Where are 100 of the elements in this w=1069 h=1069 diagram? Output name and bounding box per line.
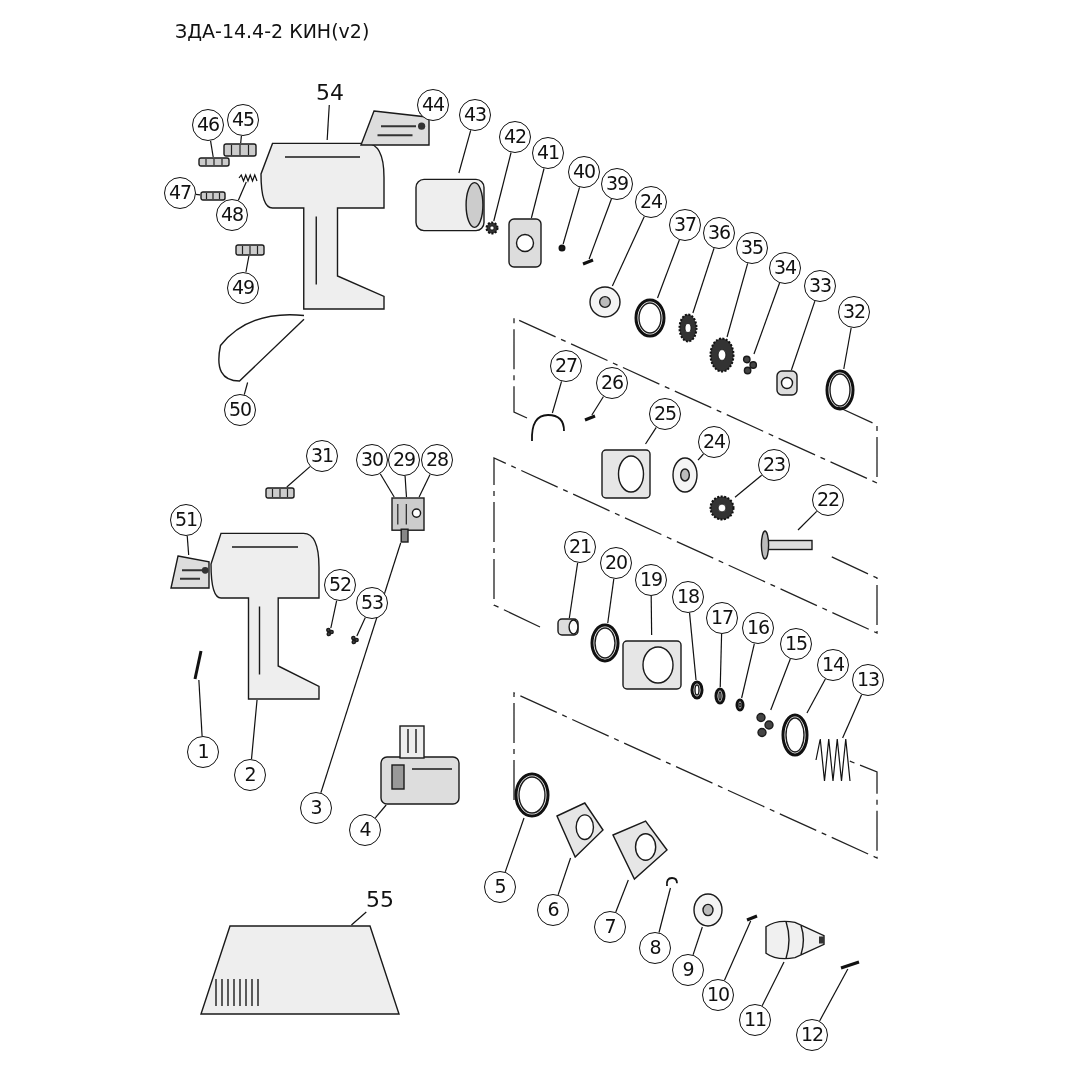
leader-line [591, 395, 605, 416]
leader-line [741, 643, 755, 699]
ring-drawing [514, 772, 550, 818]
callout-number: 19 [635, 564, 667, 596]
leader-line [692, 247, 715, 314]
leader-line [350, 911, 367, 926]
spring-drawing [238, 174, 258, 182]
leader-line [374, 804, 387, 819]
leader-line [379, 473, 395, 498]
leader-line [650, 595, 653, 636]
ring-drawing [781, 713, 809, 757]
leader-line [734, 474, 763, 498]
ball-drawing [742, 354, 758, 376]
gear-drawing [485, 221, 499, 235]
callout-number: 3 [300, 792, 332, 824]
leader-line [198, 679, 203, 737]
leader-line [644, 426, 657, 445]
leader-line [458, 129, 472, 174]
ring-drawing [634, 298, 666, 338]
pad-drawing [223, 143, 257, 157]
leader-line [568, 562, 579, 619]
callout-number: 17 [706, 602, 738, 634]
pad-drawing [235, 244, 265, 256]
callout-number: 10 [702, 979, 734, 1011]
leader-line [723, 920, 752, 981]
leader-line [286, 465, 311, 488]
leader-line [243, 381, 249, 396]
ring-drawing [735, 698, 745, 712]
leader-line [562, 186, 581, 245]
sleeve-drawing [556, 802, 604, 858]
leader-line [797, 510, 818, 531]
ring-drawing [714, 687, 726, 705]
callout-number: 46 [192, 109, 224, 141]
callout-number: 21 [564, 531, 596, 563]
leader-line [418, 473, 431, 498]
callout-number: 20 [600, 547, 632, 579]
leader-line [615, 879, 629, 913]
leader-line [607, 578, 615, 624]
leader-line [656, 239, 680, 299]
leader-line [551, 380, 563, 414]
title: ЗДА-14.4-2 КИН(v2) [175, 20, 370, 42]
leader-line [240, 135, 242, 144]
leader-line [692, 926, 703, 956]
callout-number: 16 [742, 612, 774, 644]
callout-number: 34 [769, 252, 801, 284]
callout-number: 7 [594, 911, 626, 943]
screw-drawing [746, 915, 758, 921]
ring-drawing [558, 244, 566, 252]
callout-number: 48 [216, 199, 248, 231]
ring-drawing [825, 369, 855, 411]
ring-drawing [690, 680, 704, 700]
housing-drawing [210, 530, 320, 700]
ring-drawing [590, 623, 620, 663]
screw-drawing [582, 259, 594, 265]
leader-line [842, 694, 863, 739]
callout-number: 53 [356, 587, 388, 619]
callout-number: 42 [499, 121, 531, 153]
sleeve-drawing [612, 820, 668, 880]
part-number: 55 [366, 888, 394, 912]
callout-number: 30 [356, 444, 388, 476]
washer-drawing [672, 457, 698, 493]
leader-line [761, 961, 785, 1007]
leader-line [250, 699, 258, 760]
callout-number: 23 [758, 449, 790, 481]
leader-line [504, 817, 525, 873]
leader-line [557, 857, 572, 896]
callout-number: 50 [224, 394, 256, 426]
callout-number: 4 [349, 814, 381, 846]
callout-number: 32 [838, 296, 870, 328]
callout-number: 47 [164, 177, 196, 209]
part-number: 54 [316, 81, 344, 105]
leader-line [326, 104, 330, 141]
callout-number: 52 [324, 569, 356, 601]
cover-drawing [360, 110, 430, 146]
charger-drawing [200, 925, 400, 1015]
callout-number: 14 [817, 649, 849, 681]
leader-line [726, 262, 749, 338]
gear-drawing [678, 313, 698, 343]
gear-drawing [709, 495, 735, 521]
battery-drawing [380, 725, 460, 805]
callout-number: 13 [852, 664, 884, 696]
callout-number: 37 [669, 209, 701, 241]
leader-line [719, 633, 723, 688]
callout-number: 18 [672, 581, 704, 613]
plate-drawing [776, 370, 798, 396]
callout-number: 5 [484, 871, 516, 903]
callout-number: 33 [804, 270, 836, 302]
callout-number: 35 [736, 232, 768, 264]
leader-line [806, 678, 826, 714]
pad-drawing [198, 157, 230, 167]
callout-number: 24 [698, 426, 730, 458]
housing-drawing [259, 140, 385, 310]
leader-line [588, 198, 612, 260]
switch-drawing [391, 497, 425, 543]
clip-drawing [665, 876, 679, 888]
leader-line [611, 215, 645, 287]
washer-drawing [589, 286, 621, 318]
leader-line [404, 475, 408, 498]
callout-number: 28 [421, 444, 453, 476]
callout-number: 39 [601, 168, 633, 200]
